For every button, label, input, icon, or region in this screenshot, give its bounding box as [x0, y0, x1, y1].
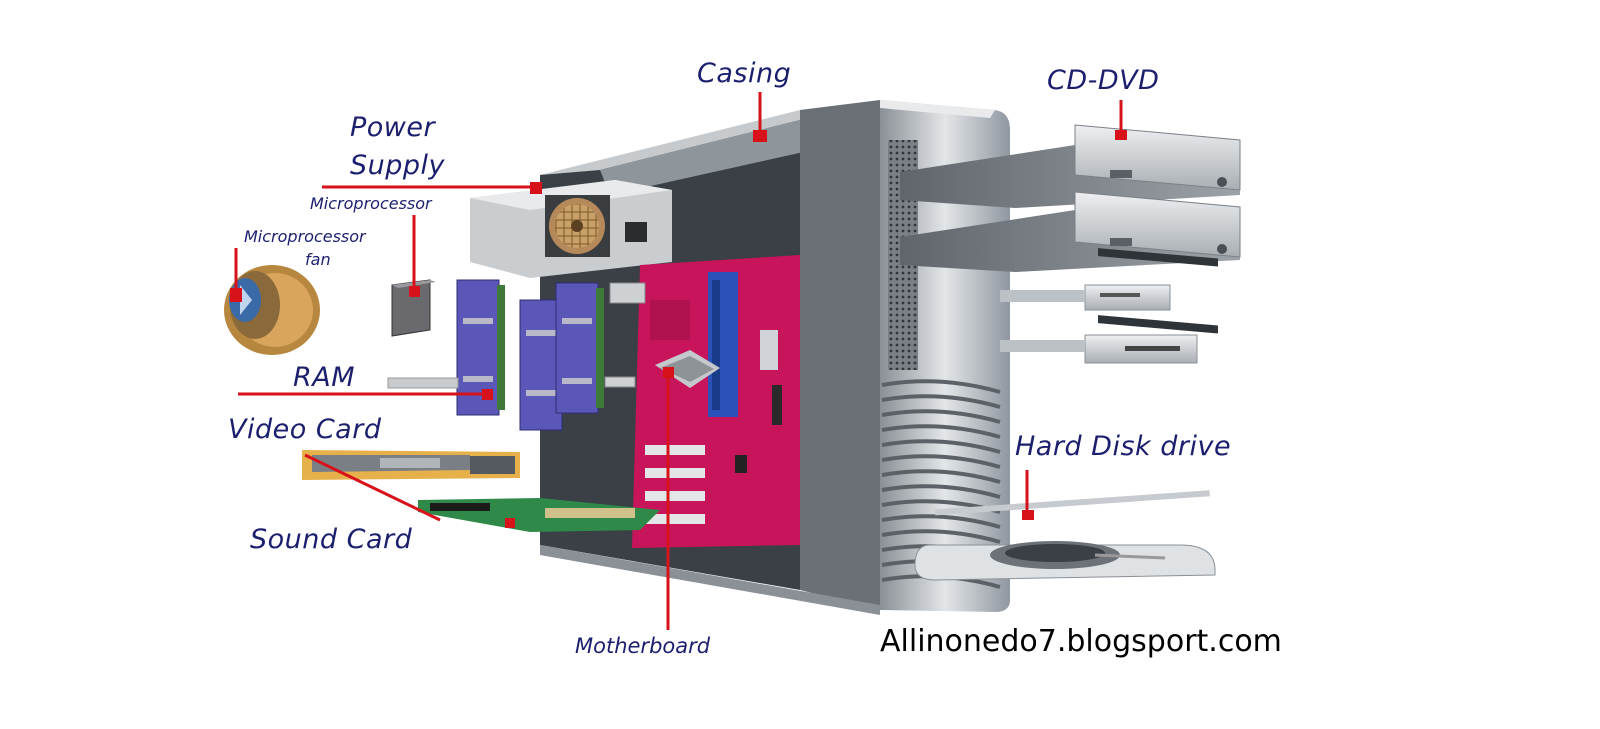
site-credit: Allinonedo7.blogsport.com [880, 624, 1282, 659]
hard-disk-drive [914, 490, 1216, 581]
video-card [302, 450, 520, 480]
power-supply [470, 180, 672, 278]
sound-card-label: Sound Card [250, 524, 413, 555]
microprocessor-fan-label-line1: Microprocessor [244, 227, 366, 246]
drive-rail [1000, 340, 1085, 352]
motherboard-label: Motherboard [575, 634, 711, 658]
ram-modules [456, 279, 604, 431]
ram-slot-bar [387, 377, 459, 389]
microprocessor-label: Microprocessor [310, 194, 432, 213]
motherboard [604, 255, 800, 548]
drive-rail [1000, 290, 1085, 302]
sound-card [418, 498, 660, 532]
casing-label: Casing [697, 58, 792, 89]
cd-dvd-label: CD-DVD [1047, 65, 1160, 96]
cd-dvd-drive-lower [1074, 191, 1241, 334]
leader-lines [234, 92, 1127, 630]
video-card-label: Video Card [228, 414, 382, 445]
microprocessor-fan [224, 265, 320, 355]
floppy-drive [1084, 334, 1198, 364]
cd-dvd-drive-upper [1074, 124, 1241, 267]
power-supply-label-line1: Power [350, 112, 436, 143]
hard-disk-drive-label: Hard Disk drive [1015, 431, 1232, 462]
ram-label: RAM [293, 362, 356, 393]
power-supply-label-line2: Supply [350, 150, 446, 181]
card-reader [1084, 284, 1171, 311]
microprocessor-fan-label-line2: fan [305, 250, 331, 269]
